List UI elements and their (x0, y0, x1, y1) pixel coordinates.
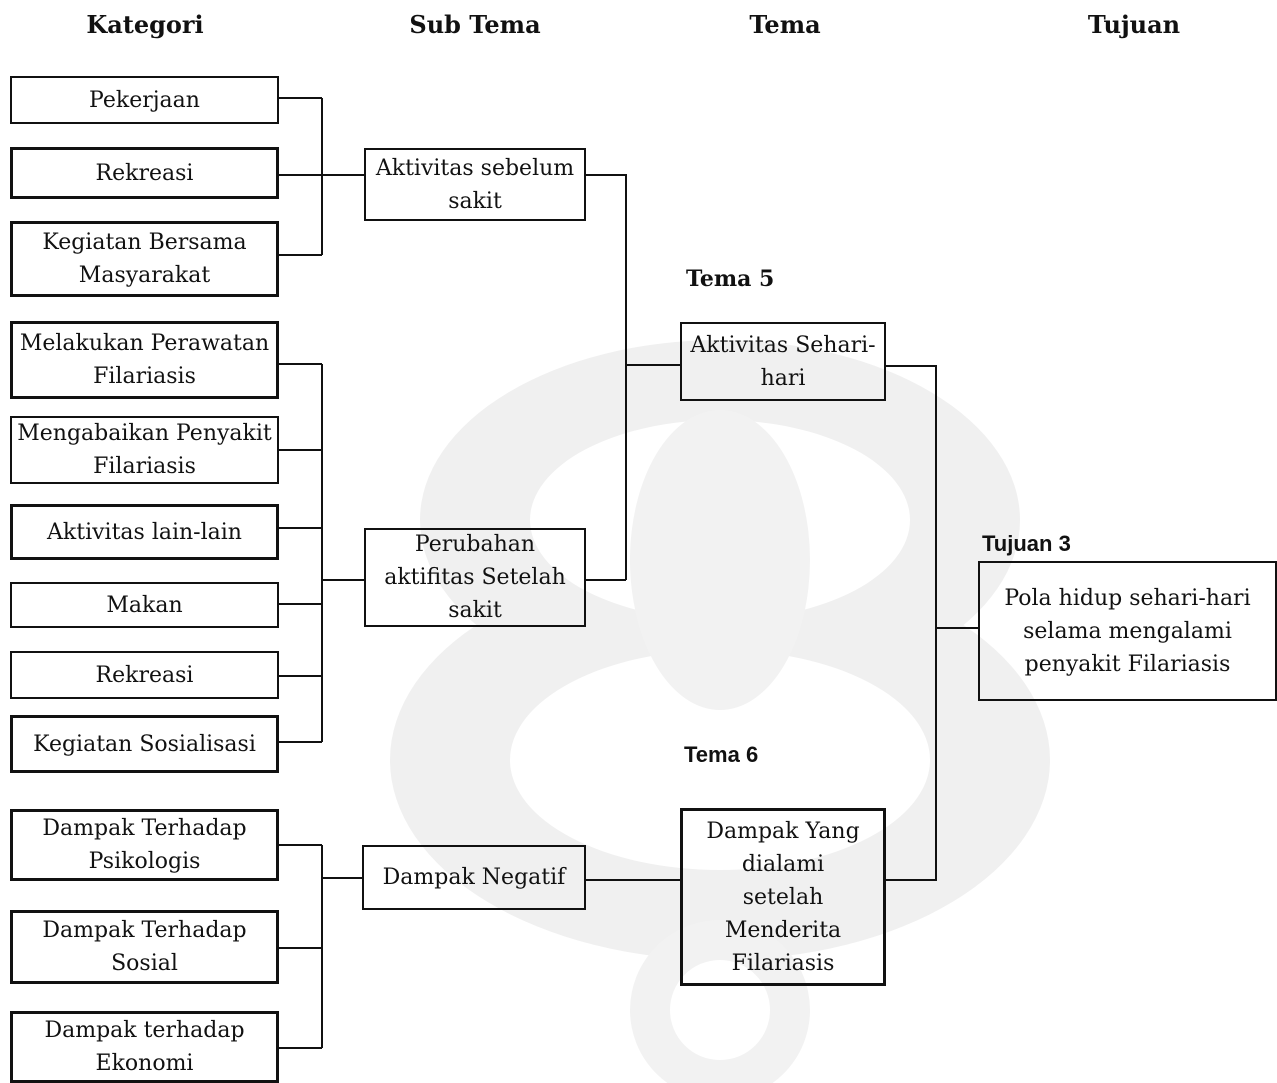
tujuan-box-pola-hidup: Pola hidup sehari-hari selama mengalami … (978, 561, 1277, 701)
subtema-box-aktivitas-sebelum-sakit: Aktivitas sebelum sakit (364, 148, 586, 221)
kategori-box-rekreasi-2: Rekreasi (10, 651, 279, 699)
tema-box-dampak-yang-dialami: Dampak Yang dialami setelah Menderita Fi… (680, 808, 886, 986)
tujuan-3-label: Tujuan 3 (982, 531, 1071, 556)
header-sub-tema: Sub Tema (409, 10, 541, 39)
kategori-box-dampak-psikologis: Dampak Terhadap Psikologis (10, 809, 279, 881)
kategori-box-rekreasi: Rekreasi (10, 147, 279, 199)
kategori-box-melakukan-perawatan: Melakukan Perawatan Filariasis (10, 321, 279, 399)
kategori-box-makan: Makan (10, 582, 279, 628)
kategori-box-dampak-ekonomi: Dampak terhadap Ekonomi (10, 1011, 279, 1083)
kategori-box-kegiatan-sosialisasi: Kegiatan Sosialisasi (10, 715, 279, 773)
subtema-box-dampak-negatif: Dampak Negatif (362, 845, 586, 910)
tema-5-label: Tema 5 (686, 266, 775, 292)
header-kategori: Kategori (86, 10, 204, 39)
kategori-box-dampak-sosial: Dampak Terhadap Sosial (10, 910, 279, 984)
subtema-box-perubahan-aktifitas: Perubahan aktifitas Setelah sakit (364, 528, 586, 627)
kategori-box-pekerjaan: Pekerjaan (10, 76, 279, 124)
kategori-box-aktivitas-lain: Aktivitas lain-lain (10, 504, 279, 560)
header-tema: Tema (749, 10, 821, 39)
kategori-box-kegiatan-bersama-masyarakat: Kegiatan Bersama Masyarakat (10, 221, 279, 297)
header-tujuan: Tujuan (1087, 10, 1181, 39)
tema-box-aktivitas-sehari-hari: Aktivitas Sehari-hari (680, 322, 886, 401)
kategori-box-mengabaikan-penyakit: Mengabaikan Penyakit Filariasis (10, 416, 279, 484)
tema-6-label: Tema 6 (684, 742, 759, 767)
